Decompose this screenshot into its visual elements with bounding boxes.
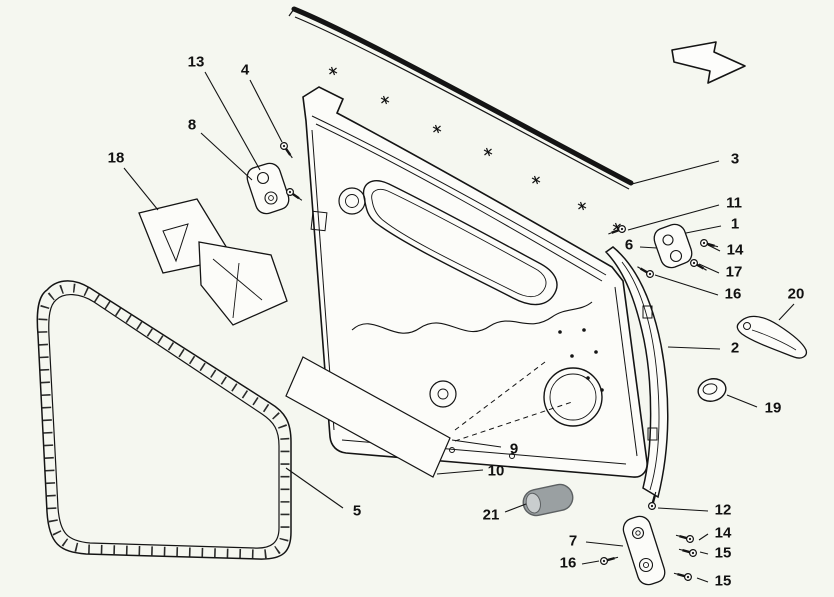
leader-line-part-11 [627, 204, 720, 231]
window-molding-strip [288, 6, 634, 190]
leader-line-part-2 [667, 346, 721, 350]
label-placard [285, 356, 573, 478]
callout-part-12: 12 [714, 501, 732, 519]
screw-icon [676, 544, 699, 559]
upper-rear-hinge [606, 223, 721, 280]
callout-part-20: 20 [787, 285, 805, 303]
leader-line-part-17 [698, 263, 720, 274]
callout-part-8: 8 [187, 116, 197, 134]
grommet [697, 378, 727, 402]
leader-line-part-10 [436, 469, 484, 475]
leader-line-part-1 [685, 225, 722, 234]
leader-line-part-4 [249, 79, 283, 143]
leader-line-part-19 [726, 394, 758, 408]
leader-line-part-14 [698, 533, 709, 541]
lower-rear-hinge [598, 489, 699, 586]
leader-line-part-16 [654, 274, 719, 296]
screw-icon [671, 568, 694, 583]
door-inner-frame [302, 86, 648, 478]
callout-part-15: 15 [714, 572, 732, 590]
screw-icon [688, 257, 710, 275]
callout-part-7: 7 [568, 532, 578, 550]
callout-part-16: 16 [724, 285, 742, 303]
screw-icon [598, 552, 621, 567]
leader-line-part-8 [200, 132, 253, 181]
callout-part-16: 16 [559, 554, 577, 572]
leader-line-part-7 [585, 541, 624, 547]
leader-line-part-3 [631, 160, 720, 185]
upper-front-hinge [246, 140, 306, 215]
door-seal [36, 280, 292, 560]
callout-part-5: 5 [352, 502, 362, 520]
leader-line-part-15 [699, 551, 709, 555]
callout-part-4: 4 [240, 61, 250, 79]
leader-line-part-15 [696, 577, 709, 583]
exterior-handle-trim [736, 315, 808, 359]
callout-part-15: 15 [714, 544, 732, 562]
leader-line-part-5 [285, 467, 344, 509]
screw-icon [634, 262, 656, 280]
door-outer-panel [604, 246, 669, 499]
leader-line-part-12 [657, 507, 709, 512]
callout-part-21: 21 [482, 506, 500, 524]
leader-line-part-13 [204, 71, 261, 171]
callout-part-9: 9 [509, 440, 519, 458]
leader-line-part-14 [707, 244, 721, 252]
callout-part-18: 18 [107, 149, 125, 167]
buffer-cap [522, 483, 574, 517]
callout-part-10: 10 [487, 462, 505, 480]
callout-part-1: 1 [730, 215, 740, 233]
callout-part-11: 11 [726, 194, 742, 212]
callout-part-17: 17 [725, 263, 743, 281]
callout-part-3: 3 [730, 150, 740, 168]
leader-line-part-18 [123, 167, 159, 211]
leader-line-part-6 [639, 246, 658, 249]
direction-arrow-icon [671, 41, 746, 84]
leader-line-part-20 [778, 303, 795, 321]
leader-line-part-21 [504, 503, 527, 513]
callout-part-2: 2 [730, 339, 740, 357]
callout-part-13: 13 [187, 53, 205, 71]
leader-line-part-9 [451, 439, 502, 448]
callout-part-14: 14 [726, 241, 744, 259]
leader-line-part-16 [581, 560, 600, 565]
screw-icon [698, 237, 721, 252]
leader-lines [123, 71, 795, 583]
callout-part-14: 14 [714, 524, 732, 542]
screw-icon [673, 530, 696, 545]
screw-icon [278, 140, 297, 162]
callout-part-6: 6 [624, 236, 634, 254]
corner-trim-panels [138, 198, 288, 326]
callout-part-19: 19 [764, 399, 782, 417]
